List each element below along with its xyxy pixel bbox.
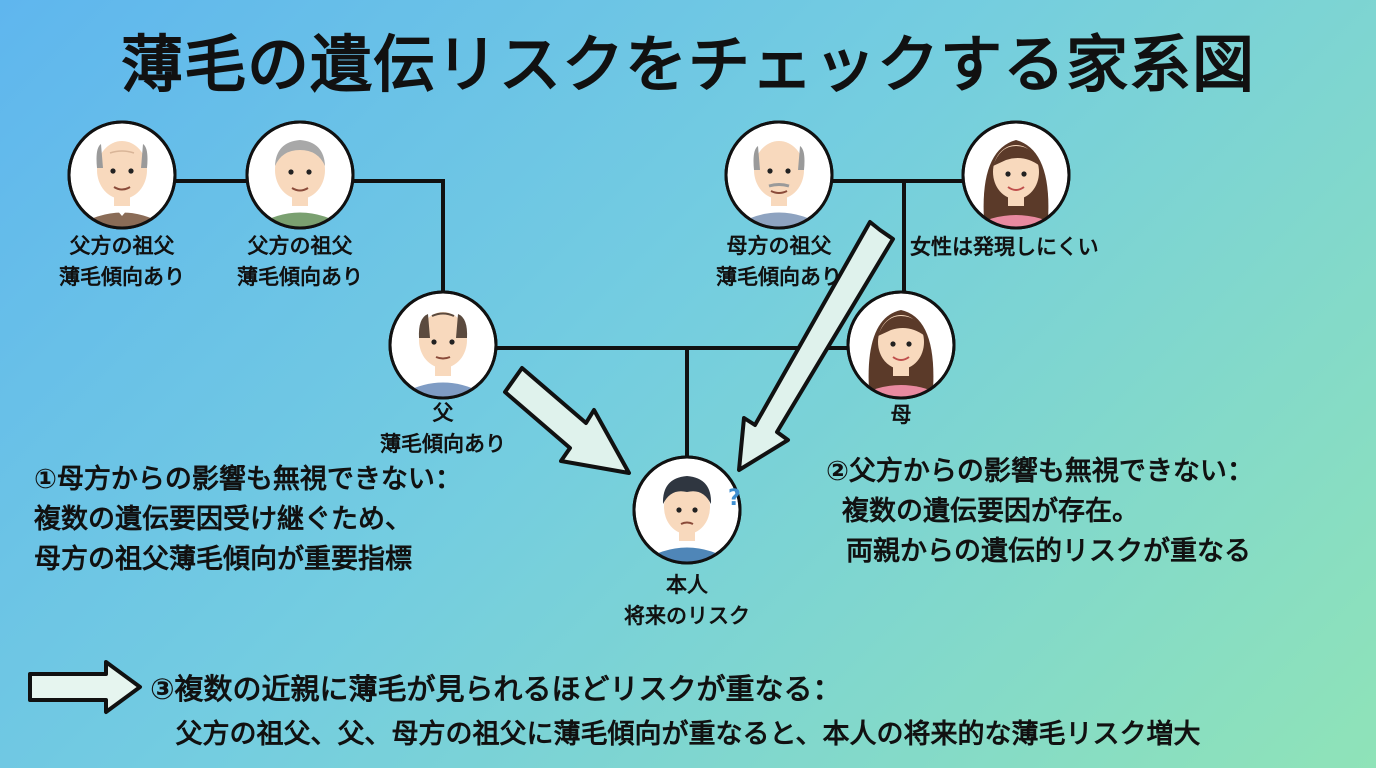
left-note: ①母方からの影響も無視できない： 複数の遺伝要因受け継ぐため、 母方の祖父薄毛傾… bbox=[34, 460, 462, 580]
paternal-grandfather-2-label: 父方の祖父 薄毛傾向あり bbox=[230, 231, 370, 293]
right-note-heading: ②父方からの影響も無視できない： bbox=[826, 456, 1254, 487]
paternal-grandfather-2-avatar bbox=[245, 120, 355, 230]
maternal-grandfather-status: 薄毛傾向あり bbox=[716, 265, 842, 289]
maternal-grandmother-note: 女性は発現しにくい bbox=[910, 235, 1099, 259]
right-note: ②父方からの影響も無視できない： 複数の遺伝要因が存在。 両親からの遺伝的リスク… bbox=[826, 452, 1254, 572]
maternal-grandmother-avatar bbox=[961, 120, 1071, 230]
paternal-grandfather-1-status: 薄毛傾向あり bbox=[59, 265, 185, 289]
maternal-grandfather-label: 母方の祖父 薄毛傾向あり bbox=[704, 231, 854, 293]
father-relation: 父 bbox=[432, 401, 454, 425]
maternal-grandmother-label: 女性は発現しにくい bbox=[910, 232, 1130, 263]
arrow-maternal-grandfather-to-self bbox=[737, 220, 895, 472]
paternal-grandfather-1-relation: 父方の祖父 bbox=[69, 234, 175, 258]
self-status: 将来のリスク bbox=[624, 604, 750, 628]
right-note-line1: 複数の遺伝要因が存在。 bbox=[842, 496, 1139, 527]
father-label: 父 薄毛傾向あり bbox=[370, 398, 516, 460]
paternal-grandfather-2-relation: 父方の祖父 bbox=[247, 234, 353, 258]
mother-avatar bbox=[846, 290, 956, 400]
bottom-note-heading: ③複数の近親に薄毛が見られるほどリスクが重なる： bbox=[150, 672, 842, 706]
left-note-heading: ①母方からの影響も無視できない： bbox=[34, 464, 462, 495]
father-status: 薄毛傾向あり bbox=[380, 432, 506, 456]
bottom-note-body: 父方の祖父、父、母方の祖父に薄毛傾向が重なると、本人の将来的な薄毛リスク増大 bbox=[175, 719, 1201, 750]
arrow-father-to-self bbox=[503, 366, 631, 475]
paternal-grandfather-2-status: 薄毛傾向あり bbox=[237, 265, 363, 289]
paternal-descent-line bbox=[353, 179, 445, 292]
self-avatar: ? bbox=[632, 455, 742, 565]
maternal-grandfather-relation: 母方の祖父 bbox=[726, 234, 832, 258]
question-mark-icon: ? bbox=[728, 486, 741, 511]
paternal-grandfather-1-avatar bbox=[67, 120, 177, 230]
paternal-grandfather-1-label: 父方の祖父 薄毛傾向あり bbox=[52, 231, 192, 293]
left-note-line1: 複数の遺伝要因受け継ぐため、 bbox=[34, 504, 412, 535]
maternal-grandfather-avatar bbox=[724, 120, 834, 230]
connector-lines bbox=[175, 179, 963, 457]
mother-relation: 母 bbox=[890, 403, 912, 427]
bottom-arrow-icon bbox=[28, 660, 142, 714]
father-avatar bbox=[388, 290, 498, 400]
left-note-line2: 母方の祖父薄毛傾向が重要指標 bbox=[34, 544, 412, 575]
self-relation: 本人 bbox=[666, 573, 708, 597]
page-title: 薄毛の遺伝リスクをチェックする家系図 bbox=[120, 28, 1255, 101]
mother-label: 母 bbox=[870, 400, 932, 431]
self-label: 本人 将来のリスク bbox=[610, 570, 764, 632]
right-note-line2: 両親からの遺伝的リスクが重なる bbox=[846, 536, 1251, 567]
